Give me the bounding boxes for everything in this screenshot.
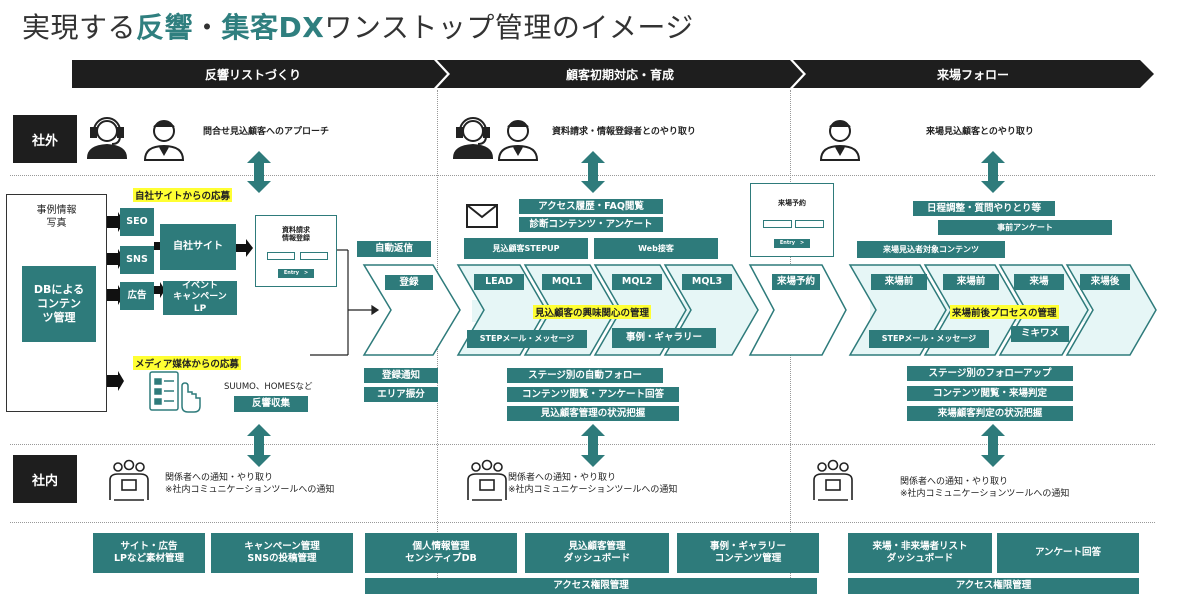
channel-ad: 広告 (120, 282, 154, 310)
access-rights-2: アクセス権限管理 (848, 578, 1139, 594)
top-label-3: 来場見込顧客とのやり取り (926, 127, 1034, 137)
visit-form-title: 来場予約 (778, 199, 806, 207)
site-ad-material: サイト・広告 LPなど素材管理 (93, 533, 205, 573)
stage-post-visit: 来場後 (1080, 274, 1130, 290)
divider-bottom (10, 522, 1155, 523)
divider-mid (10, 444, 1155, 445)
divider-col-2 (790, 90, 791, 590)
phase-label-2: 顧客初期対応・育成 (565, 67, 674, 82)
prospect-dashboard: 見込顧客管理 ダッシュボード (525, 533, 669, 573)
access-rights-1: アクセス権限管理 (365, 578, 817, 594)
side-label-outside: 社外 (13, 115, 77, 163)
customer-icon-3 (819, 120, 861, 161)
double-arrow-icon-5 (581, 424, 605, 467)
visit-form-field-1 (763, 220, 792, 228)
mail-icon (466, 204, 498, 228)
stage-visit: 来場 (1014, 274, 1064, 290)
top-label-2: 資料請求・情報登録者とのやり取り (552, 127, 696, 137)
visit-process-label: 来場前後プロセスの管理 (950, 305, 1059, 319)
case-info-label: 事例情報 写真 (36, 205, 77, 229)
own-site-box: 自社サイト (160, 224, 236, 270)
visit-form-entry-button: Entry > (774, 239, 810, 248)
double-arrow-icon-4 (247, 424, 271, 467)
auto-follow: ステージ別の自動フォロー (507, 368, 663, 383)
response-collect: 反響収集 (234, 396, 308, 412)
divider-top (10, 175, 1155, 176)
headset-operator-icon-1 (86, 117, 128, 159)
internal-note-1: 関係者への通知・やり取り ※社内コミュニケーションツールへの通知 (165, 473, 335, 496)
internal-note-2: 関係者への通知・やり取り ※社内コミュニケーションツールへの通知 (508, 473, 678, 496)
campaign-sns: キャンペーン管理 SNSの投稿管理 (211, 533, 353, 573)
internal-note-3: 関係者への通知・やり取り ※社内コミュニケーションツールへの通知 (900, 477, 1070, 500)
own-site-apply-label: 自社サイトからの応募 (133, 188, 233, 202)
stage-pre-visit-1: 来場前 (871, 274, 927, 290)
schedule-adjust: 日程調整・質問やりとり等 (913, 201, 1055, 216)
stage-mql3: MQL3 (682, 274, 732, 290)
visit-list-dashboard: 来場・非来場者リスト ダッシュボード (848, 533, 992, 573)
stage-followup: ステージ別のフォローアップ (907, 366, 1073, 381)
prospect-status: 見込顧客管理の状況把握 (507, 406, 679, 421)
double-arrow-icon-2 (581, 151, 605, 193)
double-arrow-icon-6 (981, 424, 1005, 467)
phase-label-3: 来場フォロー (936, 67, 1009, 82)
team-icon-3 (813, 459, 853, 501)
visit-reservation-box: 来場予約 (772, 274, 820, 290)
interest-management-label: 見込顧客の興味関心の管理 (533, 305, 652, 319)
register-notify: 登録通知 (364, 368, 438, 383)
channel-seo: SEO (120, 208, 154, 236)
visit-status: 来場顧客判定の状況把握 (907, 406, 1073, 421)
inquiry-form-title: 資料請求 情報登録 (282, 226, 310, 243)
register-box: 登録 (385, 275, 433, 290)
team-icon-1 (109, 459, 149, 501)
gallery-nurture: 事例・ギャラリー (612, 328, 716, 348)
phase-label-1: 反響リストづくり (204, 67, 301, 82)
visit-reservation-form-mock: 来場予約 Entry > (750, 183, 834, 257)
side-label-inside: 社内 (13, 455, 77, 503)
step-mail-follow: STEPメール・メッセージ (869, 330, 989, 348)
media-apply-label: メディア媒体からの応募 (133, 356, 241, 370)
visit-form-field-2 (795, 220, 824, 228)
stage-mql2: MQL2 (612, 274, 662, 290)
mikiwame: ミキワメ (1011, 326, 1069, 342)
diagnosis-content: 診断コンテンツ・アンケート (519, 217, 663, 232)
visit-content: 来場見込者対象コンテンツ (857, 241, 1005, 258)
stage-mql1: MQL1 (542, 274, 592, 290)
event-campaign-lp: イベント キャンペーン LP (163, 281, 237, 315)
customer-icon-2 (497, 120, 539, 161)
inquiry-form-mock: 資料請求 情報登録 Entry > (255, 215, 337, 287)
access-history: アクセス履歴・FAQ閲覧 (519, 199, 663, 214)
stepup: 見込顧客STEPUP (464, 238, 588, 259)
content-view-survey: コンテンツ閲覧・アンケート回答 (507, 387, 679, 402)
double-arrow-icon-3 (981, 151, 1005, 193)
media-site-icon (149, 371, 201, 413)
divider-col-1 (437, 90, 438, 590)
page-title: 実現する反響・集客DXワンストップ管理のイメージ (22, 11, 694, 44)
top-label-1: 問合せ見込顧客へのアプローチ (203, 127, 330, 137)
double-arrow-icon-1 (247, 151, 271, 193)
stage-pre-visit-2: 来場前 (943, 274, 999, 290)
web-service: Web接客 (594, 238, 718, 259)
survey-answers: アンケート回答 (997, 533, 1139, 573)
inquiry-form-field-1 (267, 252, 295, 260)
content-visit-judge: コンテンツ閲覧・来場判定 (907, 386, 1073, 401)
auto-reply: 自動返信 (357, 241, 431, 257)
db-content-management: DBによる コンテン ツ管理 (22, 266, 96, 342)
step-mail-nurture: STEPメール・メッセージ (467, 330, 587, 348)
stage-lead: LEAD (474, 274, 524, 290)
channel-sns: SNS (120, 246, 154, 274)
pre-survey: 事前アンケート (938, 220, 1112, 235)
area-assign: エリア振分 (364, 387, 438, 402)
personal-info-db: 個人情報管理 センシティブDB (365, 533, 517, 573)
inquiry-form-field-2 (300, 252, 328, 260)
headset-operator-icon-2 (452, 117, 494, 159)
inquiry-form-entry-button: Entry > (278, 269, 314, 278)
gallery-content-mgmt: 事例・ギャラリー コンテンツ管理 (677, 533, 819, 573)
team-icon-2 (467, 459, 507, 501)
suumo-homes-label: SUUMO、HOMESなど (224, 382, 313, 392)
customer-icon-1 (143, 120, 185, 161)
